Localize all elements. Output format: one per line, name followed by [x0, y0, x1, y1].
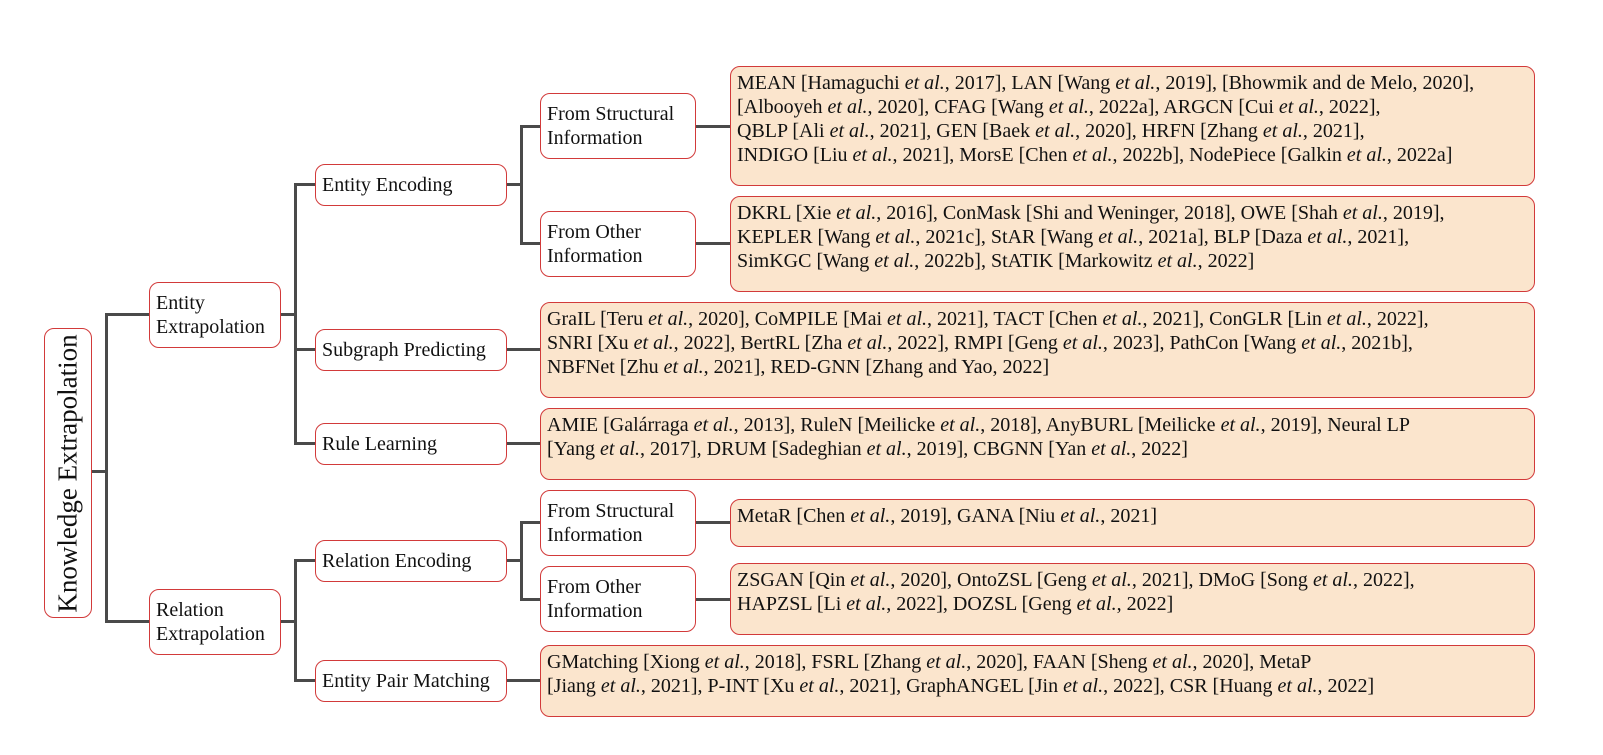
- leaf-line: MetaR [Chen et al., 2019], GANA [Niu et …: [737, 505, 1157, 527]
- leaf-ee-other: DKRL [Xie et al., 2016], ConMask [Shi an…: [730, 196, 1535, 292]
- re-other-label: From Other Information: [547, 576, 643, 622]
- connector: [520, 598, 540, 601]
- leaf-line: [Yang et al., 2017], DRUM [Sadeghian et …: [547, 438, 1188, 460]
- connector: [294, 559, 297, 682]
- connector: [520, 521, 540, 524]
- connector: [280, 620, 296, 623]
- leaf-line: KEPLER [Wang et al., 2021c], StAR [Wang …: [737, 226, 1410, 248]
- connector: [294, 183, 297, 445]
- entity-pair-matching-label: Entity Pair Matching: [322, 670, 490, 692]
- connector: [294, 679, 315, 682]
- connector: [506, 183, 522, 186]
- leaf-line: GMatching [Xiong et al., 2018], FSRL [Zh…: [547, 651, 1312, 673]
- leaf-line: MEAN [Hamaguchi et al., 2017], LAN [Wang…: [737, 72, 1475, 94]
- entity-encoding-label: Entity Encoding: [322, 174, 453, 196]
- relation-encoding-node: Relation Encoding: [315, 540, 507, 582]
- connector: [294, 348, 315, 351]
- connector: [506, 442, 540, 445]
- leaf-subgraph: GraIL [Teru et al., 2020], CoMPILE [Mai …: [540, 302, 1535, 398]
- rule-learning-label: Rule Learning: [322, 433, 437, 455]
- leaf-pair: GMatching [Xiong et al., 2018], FSRL [Zh…: [540, 645, 1535, 717]
- connector: [506, 559, 522, 562]
- connector: [520, 521, 523, 601]
- connector: [506, 679, 540, 682]
- leaf-line: QBLP [Ali et al., 2021], GEN [Baek et al…: [737, 120, 1365, 142]
- entity-extrapolation-label: Entity Extrapolation: [156, 292, 265, 338]
- connector: [695, 125, 730, 128]
- connector: [294, 442, 315, 445]
- leaf-line: DKRL [Xie et al., 2016], ConMask [Shi an…: [737, 202, 1445, 224]
- connector: [105, 313, 108, 622]
- ee-other-label: From Other Information: [547, 221, 643, 267]
- leaf-line: GraIL [Teru et al., 2020], CoMPILE [Mai …: [547, 308, 1429, 330]
- root-node: Knowledge Extrapolation: [44, 328, 92, 618]
- connector: [520, 125, 523, 245]
- connector: [280, 313, 296, 316]
- relation-extrapolation-label: Relation Extrapolation: [156, 599, 265, 645]
- ee-other-node: From Other Information: [540, 211, 696, 277]
- root-label: Knowledge Extrapolation: [52, 333, 83, 613]
- leaf-line: [Jiang et al., 2021], P-INT [Xu et al., …: [547, 675, 1375, 697]
- connector: [695, 598, 730, 601]
- connector: [105, 620, 149, 623]
- leaf-line: [Albooyeh et al., 2020], CFAG [Wang et a…: [737, 96, 1381, 118]
- connector: [520, 242, 540, 245]
- subgraph-predicting-node: Subgraph Predicting: [315, 329, 507, 371]
- connector: [695, 242, 730, 245]
- leaf-line: NBFNet [Zhu et al., 2021], RED-GNN [Zhan…: [547, 356, 1050, 378]
- relation-encoding-label: Relation Encoding: [322, 550, 472, 572]
- ee-structural-label: From Structural Information: [547, 103, 675, 149]
- re-structural-label: From Structural Information: [547, 500, 675, 546]
- leaf-line: INDIGO [Liu et al., 2021], MorsE [Chen e…: [737, 144, 1453, 166]
- re-structural-node: From Structural Information: [540, 490, 696, 556]
- rule-learning-node: Rule Learning: [315, 423, 507, 465]
- subgraph-predicting-label: Subgraph Predicting: [322, 339, 486, 361]
- connector: [506, 348, 540, 351]
- re-other-node: From Other Information: [540, 566, 696, 632]
- leaf-line: HAPZSL [Li et al., 2022], DOZSL [Geng et…: [737, 593, 1174, 615]
- connector: [294, 183, 315, 186]
- connector: [520, 125, 540, 128]
- connector: [695, 521, 730, 524]
- ee-structural-node: From Structural Information: [540, 93, 696, 159]
- leaf-line: ZSGAN [Qin et al., 2020], OntoZSL [Geng …: [737, 569, 1415, 591]
- leaf-ee-structural: MEAN [Hamaguchi et al., 2017], LAN [Wang…: [730, 66, 1535, 186]
- connector: [91, 470, 106, 473]
- entity-pair-matching-node: Entity Pair Matching: [315, 660, 507, 702]
- leaf-re-structural: MetaR [Chen et al., 2019], GANA [Niu et …: [730, 499, 1535, 547]
- leaf-rule: AMIE [Galárraga et al., 2013], RuleN [Me…: [540, 408, 1535, 480]
- entity-encoding-node: Entity Encoding: [315, 164, 507, 206]
- leaf-line: AMIE [Galárraga et al., 2013], RuleN [Me…: [547, 414, 1410, 436]
- leaf-line: SNRI [Xu et al., 2022], BertRL [Zha et a…: [547, 332, 1413, 354]
- entity-extrapolation-node: Entity Extrapolation: [149, 282, 281, 348]
- connector: [294, 559, 315, 562]
- leaf-line: SimKGC [Wang et al., 2022b], StATIK [Mar…: [737, 250, 1255, 272]
- leaf-re-other: ZSGAN [Qin et al., 2020], OntoZSL [Geng …: [730, 563, 1535, 635]
- relation-extrapolation-node: Relation Extrapolation: [149, 589, 281, 655]
- connector: [105, 313, 149, 316]
